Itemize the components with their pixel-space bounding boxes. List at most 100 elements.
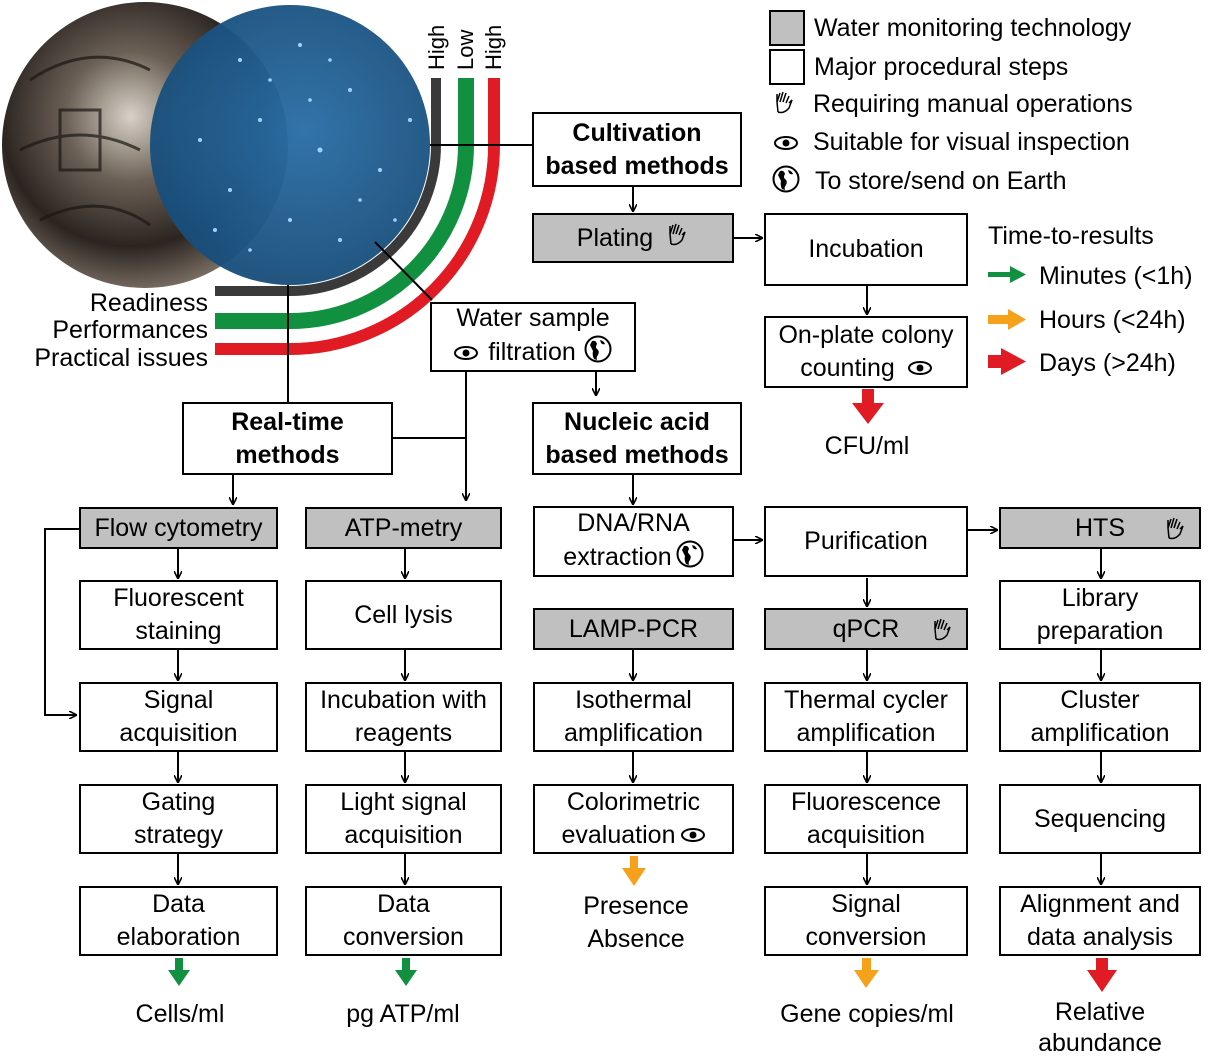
atp-label: ATP-metry	[344, 513, 463, 542]
dna-line2-row: extraction	[563, 540, 704, 577]
colony-line2-row: counting	[800, 352, 932, 386]
align-line2: data analysis	[1027, 923, 1173, 951]
presence-output: Presence	[583, 892, 689, 920]
fluor-acq-line1: Fluorescence	[790, 788, 942, 816]
hand-icon	[932, 617, 954, 650]
cultivation-methods-box: Cultivation based methods	[532, 112, 742, 187]
legend-procedural: Major procedural steps	[814, 53, 1069, 81]
sample-photo	[2, 2, 430, 288]
cultivation-line2: based methods	[545, 151, 729, 180]
isothermal-line2: amplification	[564, 719, 703, 747]
incub-reag-line2: reagents	[354, 719, 453, 747]
colorimetric-evaluation-box: Colorimetric evaluation	[533, 784, 734, 854]
globe-icon	[772, 165, 800, 200]
water-filtration-box: Water sample filtration	[430, 302, 636, 372]
align-line1: Alignment and	[1020, 890, 1180, 918]
nucleic-acid-methods-box: Nucleic acid based methods	[532, 402, 742, 475]
cfu-output: CFU/ml	[824, 432, 910, 460]
purification-box: Purification	[764, 506, 968, 577]
rating-high-practical: High	[481, 24, 506, 70]
plating-box: Plating	[532, 213, 734, 263]
cluster-line2: amplification	[1030, 719, 1170, 747]
arrow-days-cfu	[852, 389, 884, 424]
readiness-band	[215, 78, 441, 296]
arrow-hours-gene	[854, 958, 879, 988]
legend-days: Days (>24h)	[1039, 349, 1176, 377]
colony-line2: counting	[800, 353, 895, 382]
library-line1: Library	[1061, 584, 1139, 612]
abundance-output: abundance	[1038, 1029, 1162, 1057]
light-line1: Light signal	[340, 788, 467, 816]
thermal-cycler-box: Thermal cycler amplification	[764, 682, 968, 752]
plating-label: Plating	[576, 223, 654, 252]
sequencing-box: Sequencing	[999, 784, 1201, 854]
arrow-days-relative	[1087, 958, 1117, 992]
legend-white-swatch	[769, 49, 805, 85]
legend-gray-swatch	[769, 10, 805, 46]
arrow-minutes-atp	[395, 958, 417, 986]
legend-days-arrow	[988, 348, 1026, 375]
legend-manual: Requiring manual operations	[812, 90, 1133, 118]
incubation-reagents-box: Incubation with reagents	[305, 682, 502, 752]
practical-issues-band	[215, 78, 500, 355]
eye-icon	[681, 819, 706, 852]
data-elab-line2: elaboration	[116, 923, 241, 951]
relative-output: Relative	[1054, 998, 1146, 1026]
incub-reag-line1: Incubation with	[320, 686, 487, 714]
performances-label: Performances	[52, 316, 208, 344]
colony-counting-box: On-plate colony counting	[764, 316, 968, 388]
legend-ttr-title: Time-to-results	[988, 222, 1154, 250]
eye-icon	[454, 337, 479, 370]
cluster-line1: Cluster	[1060, 686, 1140, 714]
dna-extraction-box: DNA/RNA extraction	[533, 506, 734, 577]
fluor-stain-line2: staining	[135, 617, 222, 645]
data-elab-line1: Data	[152, 890, 205, 918]
sequencing-label: Sequencing	[1033, 804, 1167, 833]
practical-issues-label: Practical issues	[34, 344, 208, 372]
hts-label: HTS	[1075, 513, 1125, 542]
pg-atp-output: pg ATP/ml	[346, 1000, 460, 1028]
nucleic-line1: Nucleic acid	[564, 407, 710, 436]
eye-icon	[774, 128, 798, 158]
library-line2: preparation	[1036, 617, 1164, 645]
legend-earth-row: To store/send on Earth	[772, 165, 1067, 200]
incubation-label: Incubation	[808, 235, 924, 263]
light-signal-box: Light signal acquisition	[305, 784, 502, 854]
hand-icon	[774, 90, 796, 121]
colorimetric-line2-row: evaluation	[562, 819, 706, 853]
data-conv-line1: Data	[377, 890, 430, 918]
performances-band	[215, 78, 474, 329]
alignment-analysis-box: Alignment and data analysis	[999, 886, 1201, 956]
signal-acq-line1: Signal	[143, 686, 214, 714]
data-conversion-box: Data conversion	[305, 886, 502, 956]
filtration-line1: Water sample	[456, 304, 610, 332]
thermal-line1: Thermal cycler	[784, 686, 948, 714]
gating-line1: Gating	[141, 788, 216, 816]
lamp-label: LAMP-PCR	[568, 614, 699, 643]
legend-earth: To store/send on Earth	[814, 167, 1067, 196]
thermal-line2: amplification	[796, 719, 936, 747]
legend-hours-arrow	[988, 309, 1026, 330]
cultivation-line1: Cultivation	[572, 118, 702, 147]
nucleic-line2: based methods	[545, 440, 729, 469]
real-time-methods-box: Real-time methods	[182, 402, 393, 475]
cells-output: Cells/ml	[135, 1000, 225, 1028]
legend-minutes-arrow	[988, 266, 1026, 283]
legend-water-tech: Water monitoring technology	[814, 14, 1132, 42]
arrow-minutes-cells	[168, 958, 190, 986]
gene-copies-output: Gene copies/ml	[780, 1000, 954, 1028]
colorimetric-line1: Colorimetric	[566, 787, 701, 816]
qpcr-box: qPCR	[764, 608, 968, 650]
qpcr-label: qPCR	[832, 614, 900, 643]
hand-icon	[667, 222, 689, 255]
legend-visual-row: Suitable for visual inspection	[774, 127, 1130, 158]
cell-lysis-label: Cell lysis	[354, 600, 453, 629]
legend-minutes: Minutes (<1h)	[1039, 262, 1193, 290]
rating-low-performances: Low	[453, 29, 478, 70]
colony-line1: On-plate colony	[778, 320, 954, 349]
legend-manual-row: Requiring manual operations	[774, 89, 1133, 121]
signal-acq-line2: acquisition	[119, 719, 238, 747]
dna-line2: extraction	[563, 542, 672, 571]
library-preparation-box: Library preparation	[999, 580, 1201, 650]
flow-cytometry-box: Flow cytometry	[79, 507, 278, 549]
